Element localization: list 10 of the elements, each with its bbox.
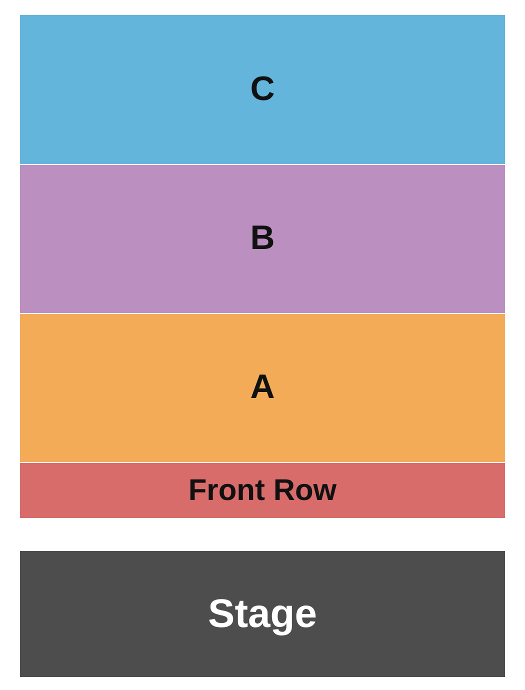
section-label: A bbox=[250, 369, 275, 407]
section-label: Front Row bbox=[188, 474, 337, 507]
section-label: C bbox=[250, 70, 275, 108]
section-label: B bbox=[250, 220, 275, 258]
section-label: Stage bbox=[208, 592, 317, 636]
stage-area bbox=[20, 551, 505, 677]
seating-section bbox=[20, 314, 505, 462]
seating-section bbox=[20, 15, 505, 164]
seating-section bbox=[20, 463, 505, 518]
seating-section bbox=[20, 165, 505, 313]
